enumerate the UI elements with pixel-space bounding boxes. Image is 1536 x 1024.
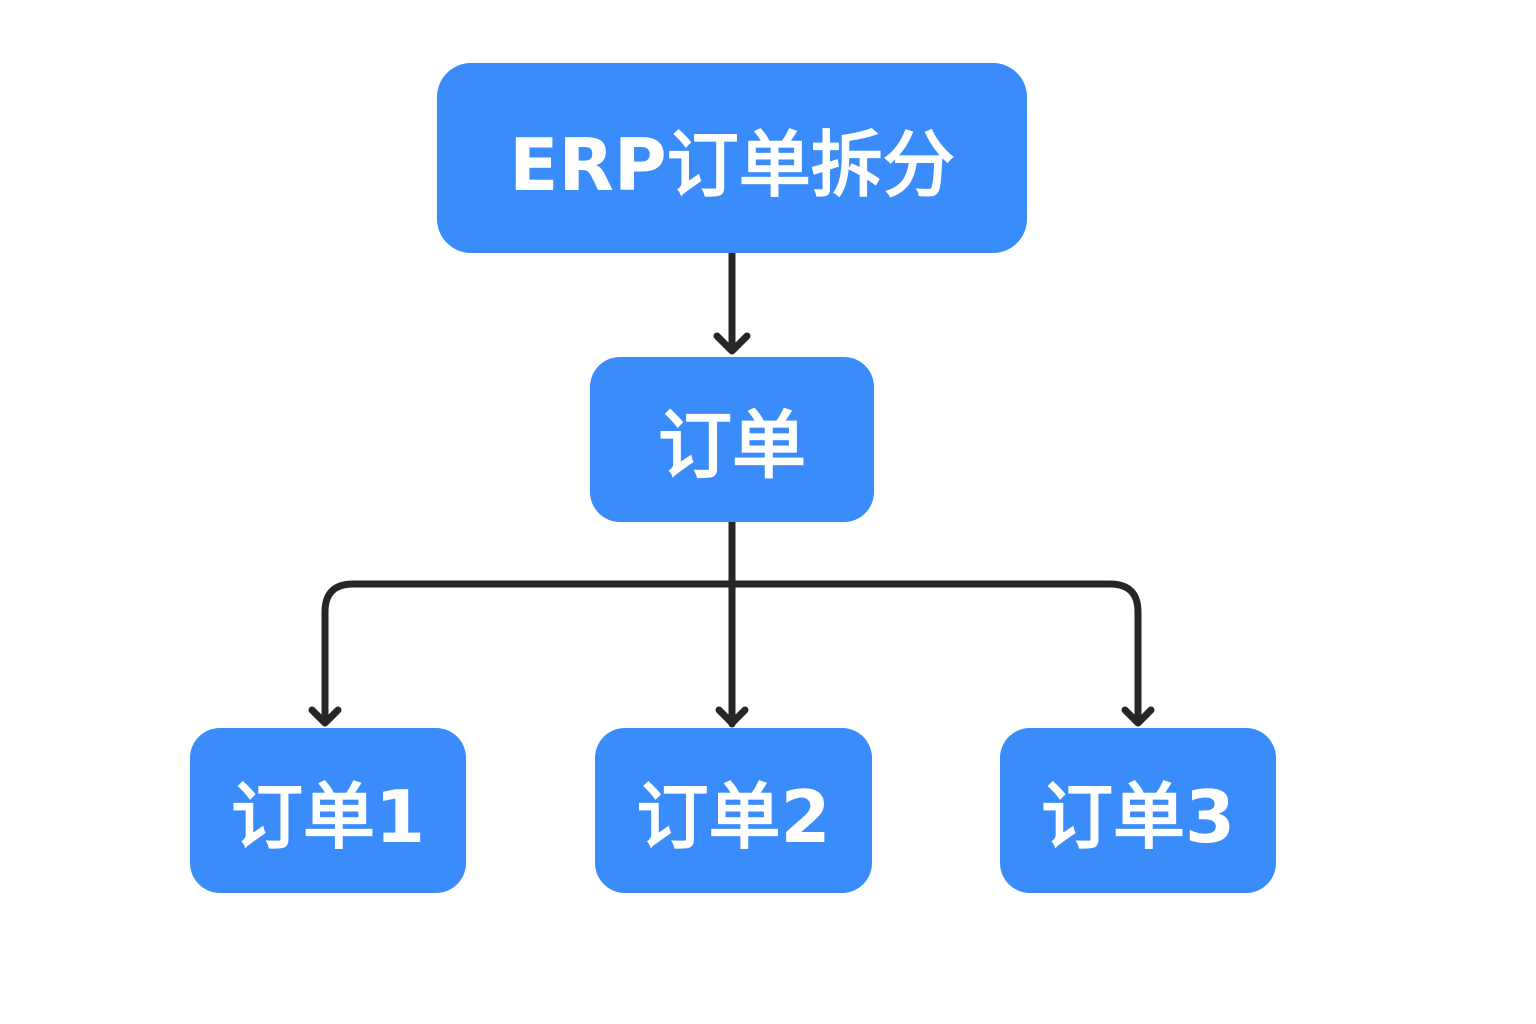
- order-1-label: 订单1: [230, 775, 426, 859]
- arrowhead-order-1: [308, 706, 342, 727]
- order-3-node: 订单3: [1000, 728, 1276, 893]
- order-3-label: 订单3: [1040, 775, 1236, 859]
- arrowhead-order-3: [1121, 706, 1155, 727]
- root-node-label: ERP订单拆分: [509, 122, 955, 207]
- arrowhead-order-2: [715, 706, 749, 727]
- order-node-label: 订单: [658, 403, 806, 489]
- connector-order-split-bar: [321, 518, 1142, 728]
- order-2-node: 订单2: [595, 728, 872, 893]
- arrowhead-order: [713, 332, 751, 355]
- order-2-label: 订单2: [636, 775, 831, 859]
- order-node: 订单: [590, 357, 874, 522]
- order-1-node: 订单1: [190, 728, 466, 893]
- root-node-erp-order-split: ERP订单拆分: [437, 63, 1027, 253]
